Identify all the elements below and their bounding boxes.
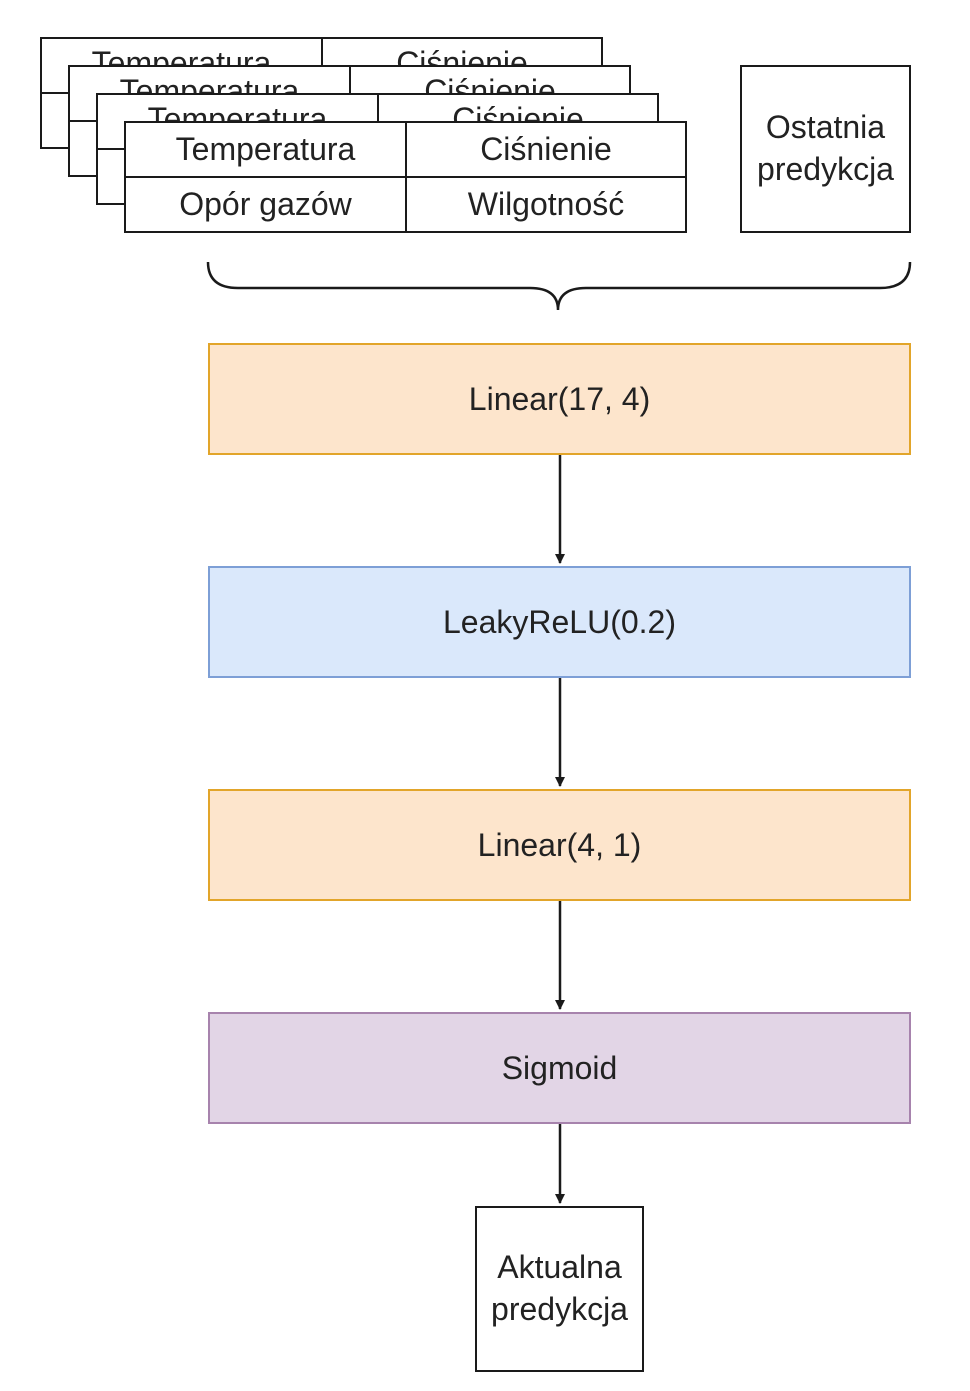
feature-humidity: Wilgotność: [467, 186, 625, 222]
input-curly-brace: [206, 261, 912, 311]
layer-linear-17-4: Linear(17, 4): [208, 343, 911, 455]
input-timestep-card-front: Temperatura Ciśnienie Opór gazów Wilgotn…: [124, 121, 687, 233]
layer-linear-4-1: Linear(4, 1): [208, 789, 911, 901]
layer-sigmoid: Sigmoid: [208, 1012, 911, 1124]
current-prediction-box: Aktualna predykcja: [475, 1206, 644, 1372]
current-prediction-line2: predykcja: [491, 1291, 628, 1327]
feature-pressure: Ciśnienie: [407, 123, 685, 178]
layer-leaky-relu: LeakyReLU(0.2): [208, 566, 911, 678]
previous-prediction-box: Ostatnia predykcja: [740, 65, 911, 233]
layer-label: Linear(17, 4): [468, 380, 651, 417]
current-prediction-line1: Aktualna: [497, 1249, 622, 1286]
previous-prediction-line2: predykcja: [757, 151, 894, 187]
previous-prediction-line1: Ostatnia: [765, 109, 886, 146]
layer-label: Linear(4, 1): [477, 826, 642, 863]
layer-label: LeakyReLU(0.2): [443, 603, 676, 640]
layer-label: Sigmoid: [501, 1049, 618, 1086]
feature-gas-resistance: Opór gazów: [126, 178, 407, 231]
feature-temperature: Temperatura: [126, 123, 407, 178]
